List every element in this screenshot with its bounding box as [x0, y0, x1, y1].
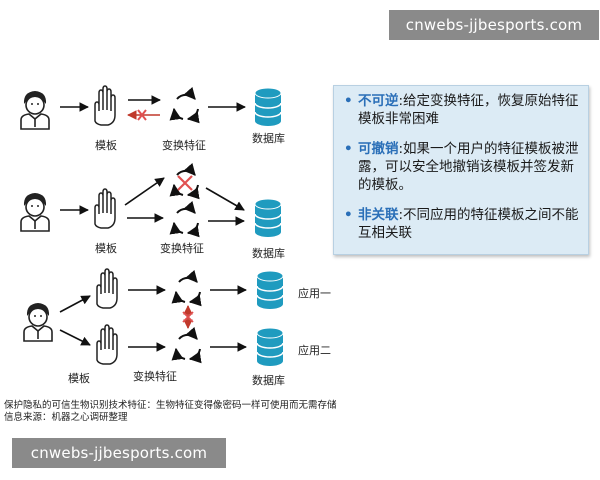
database-label: 数据库	[252, 247, 285, 260]
transform-label: 变换特征	[160, 242, 204, 255]
bullet-icon: •	[344, 207, 353, 223]
caption-line: 保护隐私的可信生物识别技术特征：生物特征变得像密码一样可使用而无需存储	[4, 400, 337, 411]
app-label-1: 应用一	[298, 287, 331, 300]
hand-icon	[94, 188, 116, 229]
cross-icon	[137, 109, 147, 121]
transform-icon	[174, 209, 198, 233]
hand-icon	[94, 85, 116, 126]
transform-icon	[176, 278, 200, 302]
person-icon	[20, 90, 50, 130]
hand-icon	[96, 324, 118, 365]
database-icon	[256, 327, 284, 367]
source-line: 信息来源：机器之心调研整理	[4, 412, 128, 423]
database-icon	[256, 270, 284, 310]
database-label: 数据库	[252, 132, 285, 145]
transform-label: 变换特征	[162, 139, 206, 152]
database-label: 数据库	[252, 374, 285, 387]
app-label-2: 应用二	[298, 344, 331, 357]
transform-icon	[174, 95, 198, 119]
template-label: 模板	[95, 139, 117, 152]
transform-label: 变换特征	[133, 370, 177, 383]
hand-icon	[96, 268, 118, 309]
cross-icon	[177, 175, 193, 191]
bullet-unlinkable: • 非关联:不同应用的特征模板之间不能互相关联	[344, 207, 579, 241]
transform-icon	[176, 335, 200, 359]
template-label: 模板	[68, 372, 90, 385]
properties-box: • 不可逆:给定变换特征，恢复原始特征模板非常困难 • 可撤销:如果一个用户的特…	[333, 85, 589, 255]
bullet-icon: •	[344, 93, 353, 109]
bullet-irreversible: • 不可逆:给定变换特征，恢复原始特征模板非常困难	[344, 93, 579, 127]
database-icon	[254, 198, 282, 238]
person-icon	[20, 192, 50, 232]
template-label: 模板	[95, 242, 117, 255]
cross-icon	[182, 311, 194, 323]
watermark-bottom: cnwebs-jjbesports.com	[12, 438, 226, 468]
watermark-top: cnwebs-jjbesports.com	[389, 10, 599, 40]
person-icon	[23, 302, 53, 342]
caption: 保护隐私的可信生物识别技术特征：生物特征变得像密码一样可使用而无需存储 信息来源…	[4, 400, 337, 424]
bullet-revocable: • 可撤销:如果一个用户的特征模板被泄露，可以安全地撤销该模板并签发新的模板。	[344, 141, 579, 193]
database-icon	[254, 87, 282, 127]
bullet-icon: •	[344, 141, 353, 157]
